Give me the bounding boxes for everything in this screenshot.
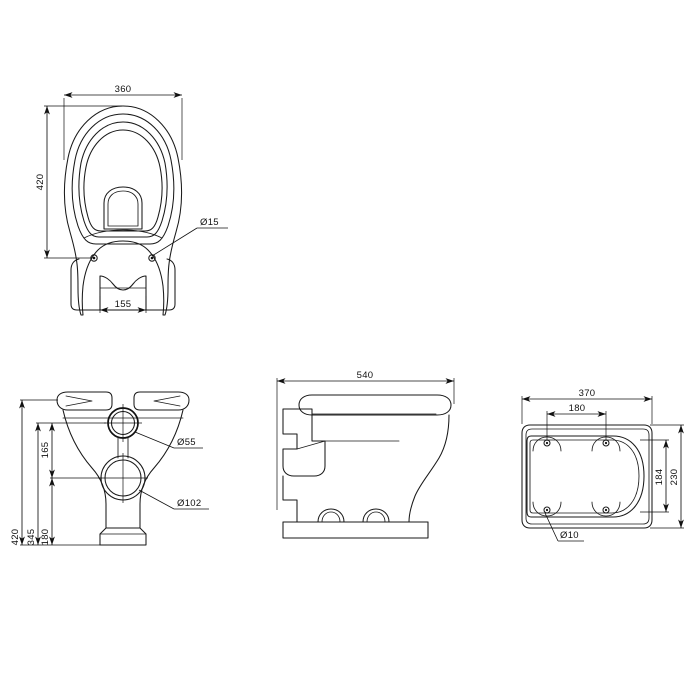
bottom-bowl-footprint-inner [529,439,640,514]
top-bowl-outer [63,105,183,316]
front-seat-right [133,391,190,411]
front-body-left [62,409,107,529]
top-rim-underlip [83,229,163,239]
side-body-rear [408,414,450,523]
front-hole-lower-label: Ø102 [177,498,201,509]
front-dim-180-label: 180 [40,529,51,546]
side-boss-right [362,508,390,523]
front-base-plinth [99,527,147,546]
view-top: 360 420 155 Ø15 [35,84,228,316]
front-seat-left-detail [65,395,93,407]
bottom-hole-label: Ø10 [560,530,579,541]
view-side: 540 [276,370,455,539]
bottom-dim-230-label: 230 [669,469,680,486]
top-dim-bracket-label: 155 [115,299,132,310]
top-dim-width-label: 360 [115,84,132,95]
bottom-hole-leader [544,512,559,542]
bottom-boss-bl [532,501,562,517]
bottom-boss-br [591,501,621,517]
top-bowl-cavity [83,129,163,232]
top-bracket-left-wing [70,258,101,311]
side-flush-lever-diag [296,440,326,450]
top-seat-ring-inner [78,121,168,238]
top-seat-ring-outer [71,113,175,245]
side-body-front [282,475,298,523]
top-trap-outlet-outer [103,186,143,230]
top-fixing-hole-right [148,254,156,262]
view-front: 420 345 180 165 Ø55 Ø102 [10,391,209,546]
front-hole-lower-leader [138,489,175,510]
bottom-hole-bl-center [545,508,549,512]
view-bottom: 370 180 230 184 Ø10 [521,388,684,542]
front-body-right [139,409,184,529]
bottom-bowl-footprint-outer [526,435,645,518]
bottom-hole-br-center [604,508,608,512]
front-seat-right-detail [153,395,181,407]
front-seat-left [56,391,113,411]
bottom-hole-tr-center [604,441,608,445]
side-boss-right-inner [366,511,386,523]
side-seat-slab [298,394,452,416]
bottom-hole-br [602,506,610,514]
front-hole-upper-label: Ø55 [177,437,196,448]
side-base-slab [282,521,429,539]
top-bracket-right-wing [145,258,176,311]
top-fixing-hole-right-center [150,256,154,260]
side-dim-540-label: 540 [357,370,374,381]
top-dim-height-label: 420 [35,174,46,191]
front-dim-420-label: 420 [10,529,21,546]
top-hole-label: Ø15 [200,217,219,228]
top-bracket-saddle [99,275,147,311]
bottom-dim-184-label: 184 [654,469,665,486]
top-trap-outlet-inner [107,190,139,227]
top-fixing-hole-left-center [92,256,96,260]
front-dim-345-label: 345 [26,529,37,546]
bottom-dim-180-label: 180 [569,403,586,414]
bottom-hole-tl-center [545,441,549,445]
front-dim-165-label: 165 [40,442,51,459]
side-boss-left [317,508,345,523]
side-flush-block [282,408,326,477]
side-boss-left-inner [321,511,341,523]
bottom-dim-370-label: 370 [579,388,596,399]
bottom-outline-outer [521,424,653,529]
bottom-outline-inner [525,428,650,525]
front-hole-upper-leader [134,431,175,449]
bottom-hole-bl [543,506,551,514]
top-hole-leader [151,227,198,257]
